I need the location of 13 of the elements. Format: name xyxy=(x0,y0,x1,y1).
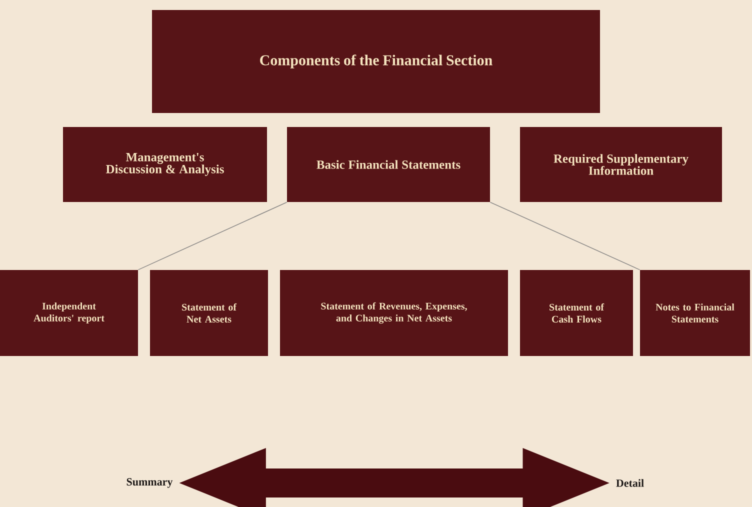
statement-box: Required Supplementary Information xyxy=(520,127,722,202)
scale-label: Summary xyxy=(126,478,173,488)
statement-box: Basic Financial Statements xyxy=(287,127,490,202)
statement-box: Notes to Financial Statements xyxy=(640,270,750,356)
connector-line xyxy=(490,202,640,270)
connector-line xyxy=(138,202,288,270)
title-box: Components of the Financial Section xyxy=(152,10,600,113)
statement-box: Independent Auditors' report xyxy=(0,270,138,356)
statement-box: Statement of Revenues, Expenses, and Changes in Net Assets xyxy=(280,270,508,356)
statement-box: Management's Discussion & Analysis xyxy=(63,127,267,202)
scale-label: Detail xyxy=(616,479,644,487)
statement-box: Statement of Net Assets xyxy=(150,270,268,356)
statement-box: Statement of Cash Flows xyxy=(520,270,633,356)
